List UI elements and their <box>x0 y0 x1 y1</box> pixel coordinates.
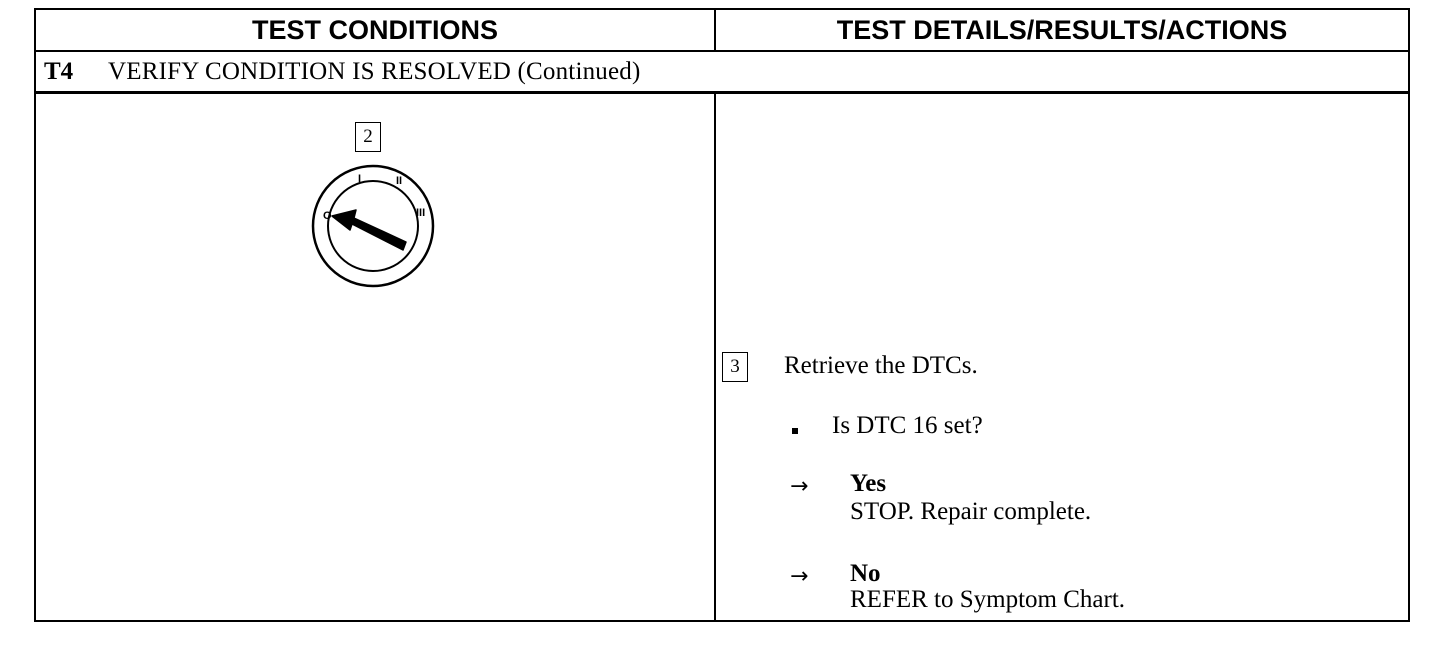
result-no-action: REFER to Symptom Chart. <box>850 586 1126 613</box>
step-number-box-3: 3 <box>722 352 748 382</box>
step-number: 2 <box>363 126 373 147</box>
step-id: T4 <box>44 57 74 85</box>
result-no-label: No <box>850 560 881 587</box>
step-body-row: 2 O I II III 3 Retrieve the DTCs. Is DTC… <box>36 94 1408 620</box>
ignition-key-switch-icon: O I II III <box>311 164 435 288</box>
test-details-cell: 3 Retrieve the DTCs. Is DTC 16 set? → Ye… <box>716 94 1408 620</box>
header-test-conditions: TEST CONDITIONS <box>36 10 716 50</box>
step-title-row: T4 VERIFY CONDITION IS RESOLVED (Continu… <box>36 52 1408 94</box>
result-yes-label: Yes <box>850 470 887 497</box>
test-procedure-table: TEST CONDITIONS TEST DETAILS/RESULTS/ACT… <box>34 8 1410 622</box>
step-number-box-2: 2 <box>355 122 381 152</box>
arrow-right-icon: → <box>790 564 809 589</box>
header-test-details: TEST DETAILS/RESULTS/ACTIONS <box>836 14 1288 45</box>
question-text: Is DTC 16 set? <box>832 412 983 439</box>
bullet-icon <box>792 428 798 434</box>
step-title: VERIFY CONDITION IS RESOLVED (Continued) <box>108 57 641 85</box>
switch-label-start: III <box>416 207 425 219</box>
switch-label-acc: I <box>358 173 361 185</box>
instruction-text: Retrieve the DTCs. <box>784 352 978 379</box>
table-header-row: TEST CONDITIONS TEST DETAILS/RESULTS/ACT… <box>36 10 1408 52</box>
arrow-right-icon: → <box>790 474 809 499</box>
switch-label-run: II <box>396 175 402 187</box>
key-arrow-icon <box>331 209 407 251</box>
test-conditions-cell: 2 O I II III <box>36 94 716 620</box>
step-number: 3 <box>730 356 740 377</box>
switch-label-off: O <box>323 210 332 222</box>
result-yes-action: STOP. Repair complete. <box>850 498 1092 525</box>
